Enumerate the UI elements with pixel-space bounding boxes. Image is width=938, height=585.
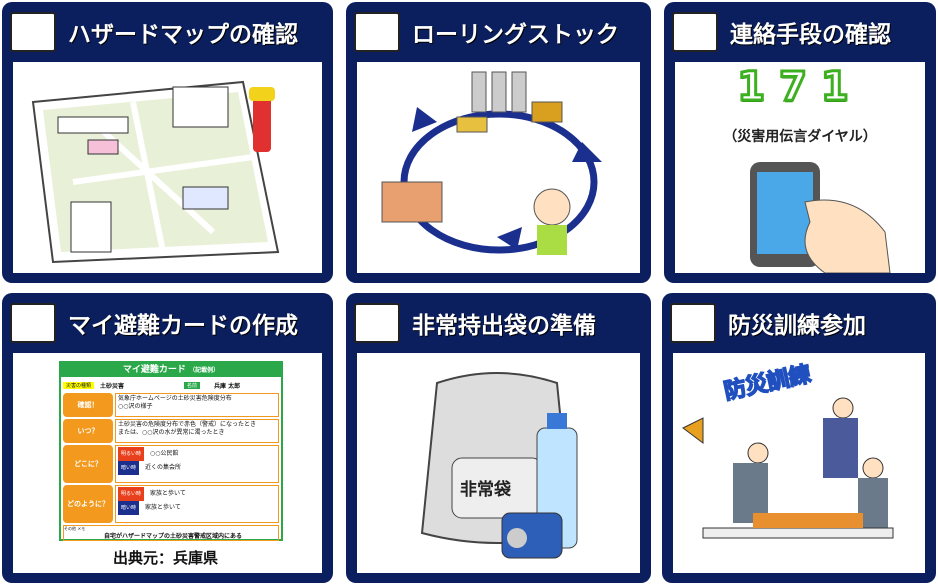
cycle-arrows-icon (381, 71, 602, 255)
card-title: 防災訓練参加 (728, 313, 866, 339)
drill-people-icon (682, 397, 894, 539)
card-title: 非常持出袋の準備 (412, 313, 596, 339)
smartphone-icon (750, 162, 891, 273)
checkbox[interactable] (354, 12, 400, 52)
checkbox[interactable] (10, 12, 56, 52)
checkbox[interactable] (672, 12, 718, 52)
card-rolling-stock: ローリングストック (346, 2, 651, 283)
card-evacuation-card: マイ避難カードの作成 マイ避難カード （記載例） 災害の種類 土砂災害 名前 兵… (2, 293, 333, 583)
map-icon (31, 80, 280, 264)
card-hazard-map: ハザードマップの確認 (2, 2, 333, 283)
dial-number: 171 (736, 63, 863, 112)
emergency-bag-icon (420, 372, 578, 559)
card-title: ローリングストック (412, 22, 619, 48)
checkbox[interactable] (670, 303, 716, 343)
rolling-stock-illustration (357, 62, 640, 273)
card-title: マイ避難カードの作成 (68, 313, 298, 339)
hazard-map-illustration (13, 62, 322, 273)
dial-caption: （災害用伝言ダイヤル） (723, 129, 877, 145)
card-contact-method: 連絡手段の確認 171 （災害用伝言ダイヤル） (664, 2, 936, 283)
source-credit: 出典元：兵庫県 (113, 549, 219, 567)
checkbox[interactable] (354, 303, 400, 343)
card-title: ハザードマップの確認 (68, 22, 298, 48)
card-emergency-bag: 非常持出袋の準備 非常袋 (346, 293, 651, 583)
checkbox[interactable] (10, 303, 56, 343)
card-title: 連絡手段の確認 (730, 22, 891, 48)
bag-label: 非常袋 (460, 480, 511, 500)
card-disaster-drill: 防災訓練参加 防災訓練 (662, 293, 936, 583)
my-evacuation-card: マイ避難カード （記載例） 災害の種類 土砂災害 名前 兵庫 太郎 確認！気象庁… (59, 361, 283, 541)
